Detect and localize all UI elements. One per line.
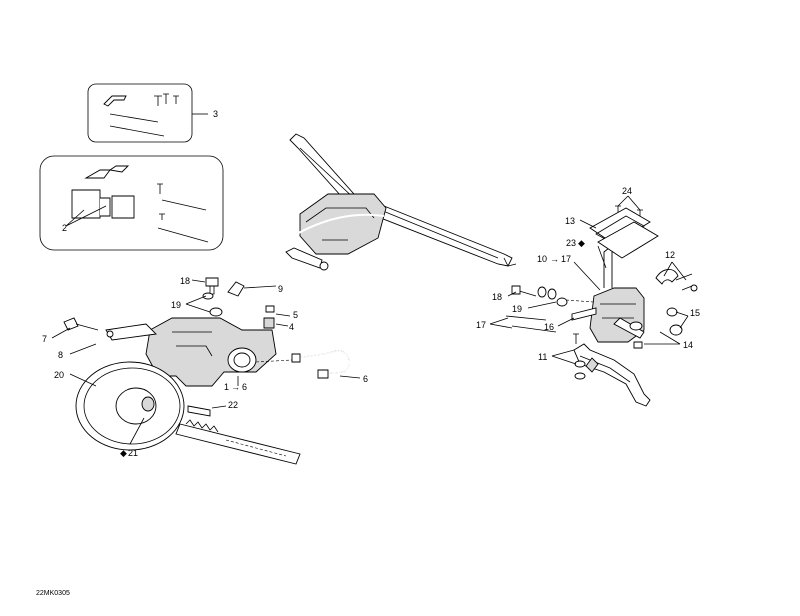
callout-9: 9 (278, 284, 283, 294)
callout-12: 12 (665, 250, 675, 260)
banjo-bolt-18-right (511, 285, 557, 300)
arrow-glyph-10: → (550, 254, 559, 264)
callout-11: 11 (538, 352, 547, 362)
callout-15: 15 (690, 308, 700, 318)
pins-17 (505, 315, 557, 333)
callout-1: 1 (224, 382, 229, 392)
bolt-7 (63, 317, 99, 331)
callout-22: 22 (228, 400, 238, 410)
callout-5: 5 (293, 310, 298, 320)
brake-hose-9 (227, 213, 385, 297)
callout-19-right: 19 (512, 304, 522, 314)
arrow-glyph-1: → (231, 382, 240, 392)
callout-7: 7 (42, 334, 47, 344)
callout-6: 6 (363, 374, 368, 384)
inset-kit-3 (87, 83, 208, 143)
boot-15 (666, 307, 683, 336)
nut-14 (633, 341, 643, 349)
callout-17: 17 (476, 320, 486, 330)
callout-13: 13 (565, 216, 575, 226)
callout-10-ref: 17 (561, 254, 571, 264)
handlebar-control-block (285, 193, 387, 271)
callout-16: 16 (544, 322, 554, 332)
key-22 (187, 405, 211, 417)
bleeder-4 (263, 317, 275, 329)
brake-disc-20 (75, 361, 185, 451)
drive-shaft (175, 419, 301, 465)
callout-1-ref: 6 (242, 382, 247, 392)
brake-line-6 (291, 350, 351, 379)
callout-18-right: 18 (492, 292, 502, 302)
cap-5 (265, 305, 275, 313)
callout-4: 4 (289, 322, 294, 332)
callout-8: 8 (58, 350, 63, 360)
callout-2: 2 (62, 223, 67, 233)
callout-21-marker: ◆ (120, 448, 127, 458)
washer-19-right (556, 297, 595, 307)
callout-18-left: 18 (180, 276, 190, 286)
washer-19-left (202, 292, 223, 317)
reservoir-cover-13 (589, 207, 659, 259)
figure-code: 22MK0305 (36, 590, 70, 597)
brake-lever (573, 333, 651, 407)
inset-pads-2 (39, 155, 224, 251)
callout-10: 10 (537, 254, 547, 264)
callout-24: 24 (622, 186, 632, 196)
clamp-12 (655, 269, 698, 292)
callout-23-marker: ◆ (578, 238, 585, 248)
pivot-16 (571, 307, 597, 321)
callout-19-left: 19 (171, 300, 181, 310)
callout-20: 20 (54, 370, 64, 380)
callout-3: 3 (213, 109, 218, 119)
callout-14: 14 (683, 340, 693, 350)
callout-21: 21 (128, 448, 138, 458)
brake-caliper-1 (105, 317, 277, 387)
master-cylinder (589, 243, 645, 343)
banjo-bolt-18-left (205, 277, 219, 295)
callout-23: 23 (566, 238, 576, 248)
